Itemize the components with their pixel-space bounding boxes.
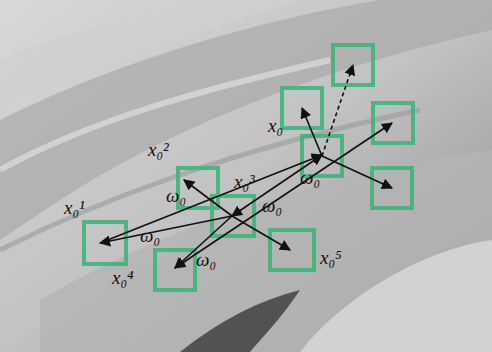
point-label: x₀³ <box>234 172 255 191</box>
point-label: x₀⁴ <box>112 268 134 287</box>
weight-label: ω₀ <box>300 168 320 187</box>
point-label: x₀ <box>268 116 283 135</box>
weight-label: ω₀ <box>262 196 282 215</box>
point-label: x₀¹ <box>64 198 85 217</box>
weight-label: ω₀ <box>196 250 216 269</box>
point-label: x₀⁵ <box>320 248 342 267</box>
point-label: x₀² <box>148 140 169 159</box>
weight-label: ω₀ <box>166 186 186 205</box>
weight-label: ω₀ <box>140 226 160 245</box>
